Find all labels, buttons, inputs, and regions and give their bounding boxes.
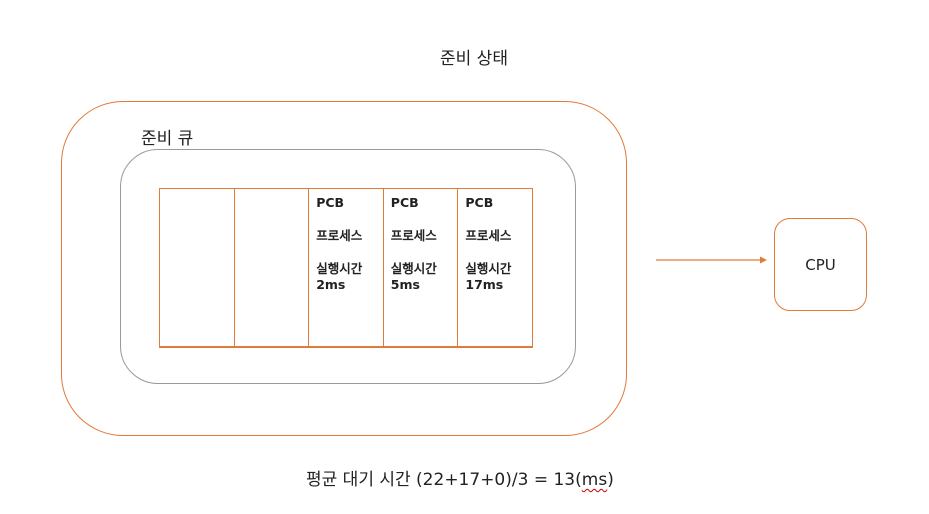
cpu-box: CPU: [774, 218, 867, 311]
slot-pcb: PCB: [465, 195, 494, 210]
slot-time-value: 5ms: [390, 277, 420, 292]
queue-slot-3: PCB 프로세스 실행시간 2ms: [309, 189, 384, 346]
queue-slot-1: [160, 189, 235, 346]
formula-unit: ms: [581, 470, 608, 490]
slot-process: 프로세스: [465, 228, 512, 243]
formula-paren-close: ): [607, 470, 614, 490]
slot-pcb: PCB: [316, 195, 345, 210]
formula-text: 평균 대기 시간 (22+17+0)/3 = 13: [306, 470, 576, 490]
slot-pcb: PCB: [390, 195, 419, 210]
slot-time-label: 실행시간: [316, 261, 363, 276]
queue-slot-2: [235, 189, 310, 346]
cpu-label: CPU: [805, 255, 836, 274]
diagram-title: 준비 상태: [440, 49, 508, 69]
dispatch-arrow: [656, 256, 767, 264]
ready-queue-boundary: [120, 149, 576, 384]
slot-time-label: 실행시간: [465, 261, 512, 276]
slot-time-value: 2ms: [316, 277, 346, 292]
slot-process: 프로세스: [316, 228, 363, 243]
queue-slot-4: PCB 프로세스 실행시간 5ms: [384, 189, 459, 346]
formula-paren-open: (: [575, 470, 582, 490]
dispatch-arrow-head: [760, 256, 767, 264]
ready-queue-label: 준비 큐: [141, 129, 194, 149]
average-wait-formula: 평균 대기 시간 (22+17+0)/3 = 13(ms): [306, 465, 614, 490]
queue-slot-5: PCB 프로세스 실행시간 17ms: [458, 189, 532, 346]
ready-state-boundary: [61, 101, 627, 436]
slot-time-label: 실행시간: [390, 261, 437, 276]
slot-process: 프로세스: [390, 228, 437, 243]
ready-queue-slots: PCB 프로세스 실행시간 2ms PCB 프로세스 실행시간 5ms PCB …: [159, 188, 533, 348]
slot-time-value: 17ms: [465, 277, 504, 292]
